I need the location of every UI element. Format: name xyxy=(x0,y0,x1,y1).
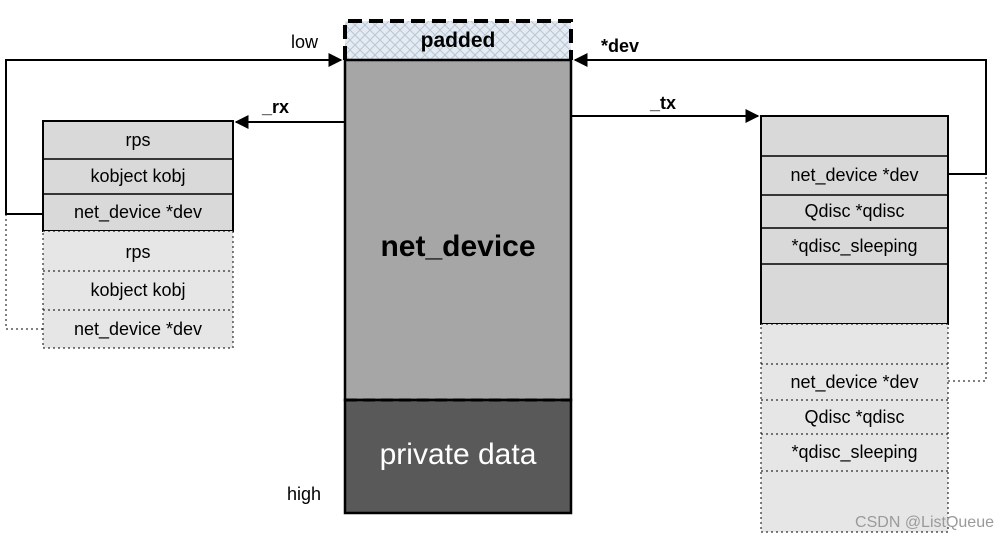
tx-label: _tx xyxy=(650,93,677,113)
tx-entry-1-dev: net_device *dev xyxy=(790,371,919,392)
tx-entry-0-qdisc: Qdisc *qdisc xyxy=(804,201,905,221)
tx-entry-0-dev: net_device *dev xyxy=(790,165,919,185)
tx-entry-1-qdisc: Qdisc *qdisc xyxy=(804,406,905,427)
rx-entry-0-dev: net_device *dev xyxy=(73,202,203,222)
padded-region xyxy=(345,21,571,60)
tx-queue-entry-1 xyxy=(760,323,949,533)
rx-queue-entry-1 xyxy=(42,230,234,349)
rx-entry-0-rps: rps xyxy=(125,129,151,150)
net-device-label: net_device xyxy=(380,230,536,263)
rx-dev-pointer-dotted xyxy=(5,214,43,330)
padded-label: padded xyxy=(420,29,496,52)
rx-entry-0-kobj: kobject kobj xyxy=(90,166,186,186)
private-data-label: private data xyxy=(379,438,537,471)
watermark: CSDN @ListQueue xyxy=(855,514,994,531)
rx-entry-1-kobj: kobject kobj xyxy=(90,280,186,300)
rx-dev-pointer-arrow xyxy=(5,53,343,215)
tx-dev-pointer-dotted xyxy=(948,174,987,382)
private-data-block xyxy=(343,398,573,515)
tx-entry-1-qdisc-sleeping: *qdisc_sleeping xyxy=(791,442,918,462)
padded-border xyxy=(343,19,573,60)
net-device-block xyxy=(343,58,573,402)
high-label: high xyxy=(287,484,322,504)
rx-entry-1-rps: rps xyxy=(125,241,151,262)
rx-label: _rx xyxy=(262,97,290,117)
low-label: low xyxy=(291,32,319,52)
dev-pointer-label: *dev xyxy=(601,36,640,56)
tx-entry-0-qdisc-sleeping: *qdisc_sleeping xyxy=(791,235,918,256)
tx-queue-entry-0 xyxy=(760,115,949,325)
tx-dev-pointer-arrow xyxy=(573,53,987,175)
rx-entry-1-dev: net_device *dev xyxy=(73,318,203,339)
